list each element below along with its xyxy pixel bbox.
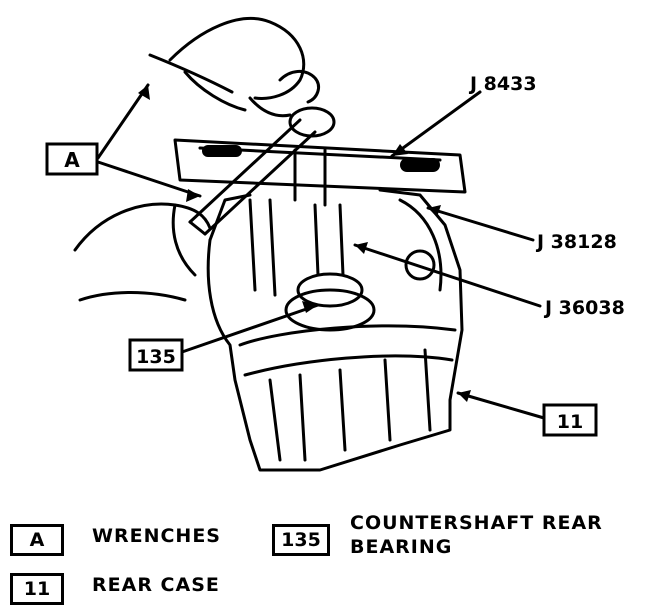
- wrench: [188, 106, 336, 236]
- callout-11-label: 11: [557, 411, 583, 433]
- arrowhead-j36038: [355, 242, 368, 254]
- lower-hand: [73, 202, 212, 302]
- callout-box-135: [128, 338, 184, 372]
- leader-j36038: [353, 243, 542, 308]
- callout-135-label: 135: [136, 346, 176, 368]
- arrowhead-j8433: [392, 144, 408, 156]
- leader-135: [180, 303, 320, 354]
- arrowhead-a-right: [186, 189, 200, 202]
- arrowhead-11: [458, 390, 471, 402]
- upper-hand: [148, 16, 320, 118]
- legend-code-135: 135: [272, 524, 330, 556]
- shaft-tool: [284, 203, 376, 332]
- leader-a-right: [96, 160, 202, 198]
- rear-case-body: [206, 188, 464, 472]
- legend-text-countershaft-line2: BEARING: [350, 536, 453, 558]
- arrowhead-135: [302, 301, 318, 313]
- leader-j38128: [426, 206, 535, 242]
- legend-text-wrenches: WRENCHES: [92, 525, 221, 547]
- arrowhead-a-up: [138, 85, 150, 100]
- callout-a-label: A: [64, 148, 80, 172]
- leader-a-up: [96, 83, 150, 160]
- callout-box-11: [542, 403, 598, 437]
- legend-code-11: 11: [10, 573, 64, 605]
- label-j8433: J 8433: [468, 73, 537, 95]
- arrowhead-j38128: [428, 205, 441, 217]
- legend-text-countershaft-line1: COUNTERSHAFT REAR: [350, 512, 603, 534]
- label-j36038: J 36038: [543, 297, 625, 319]
- leader-j8433: [390, 90, 482, 158]
- legend-text-rear-case: REAR CASE: [92, 574, 220, 596]
- label-j38128: J 38128: [535, 231, 617, 253]
- leader-11: [456, 391, 546, 420]
- puller-bar: [173, 138, 467, 207]
- legend-code-a: A: [10, 524, 64, 556]
